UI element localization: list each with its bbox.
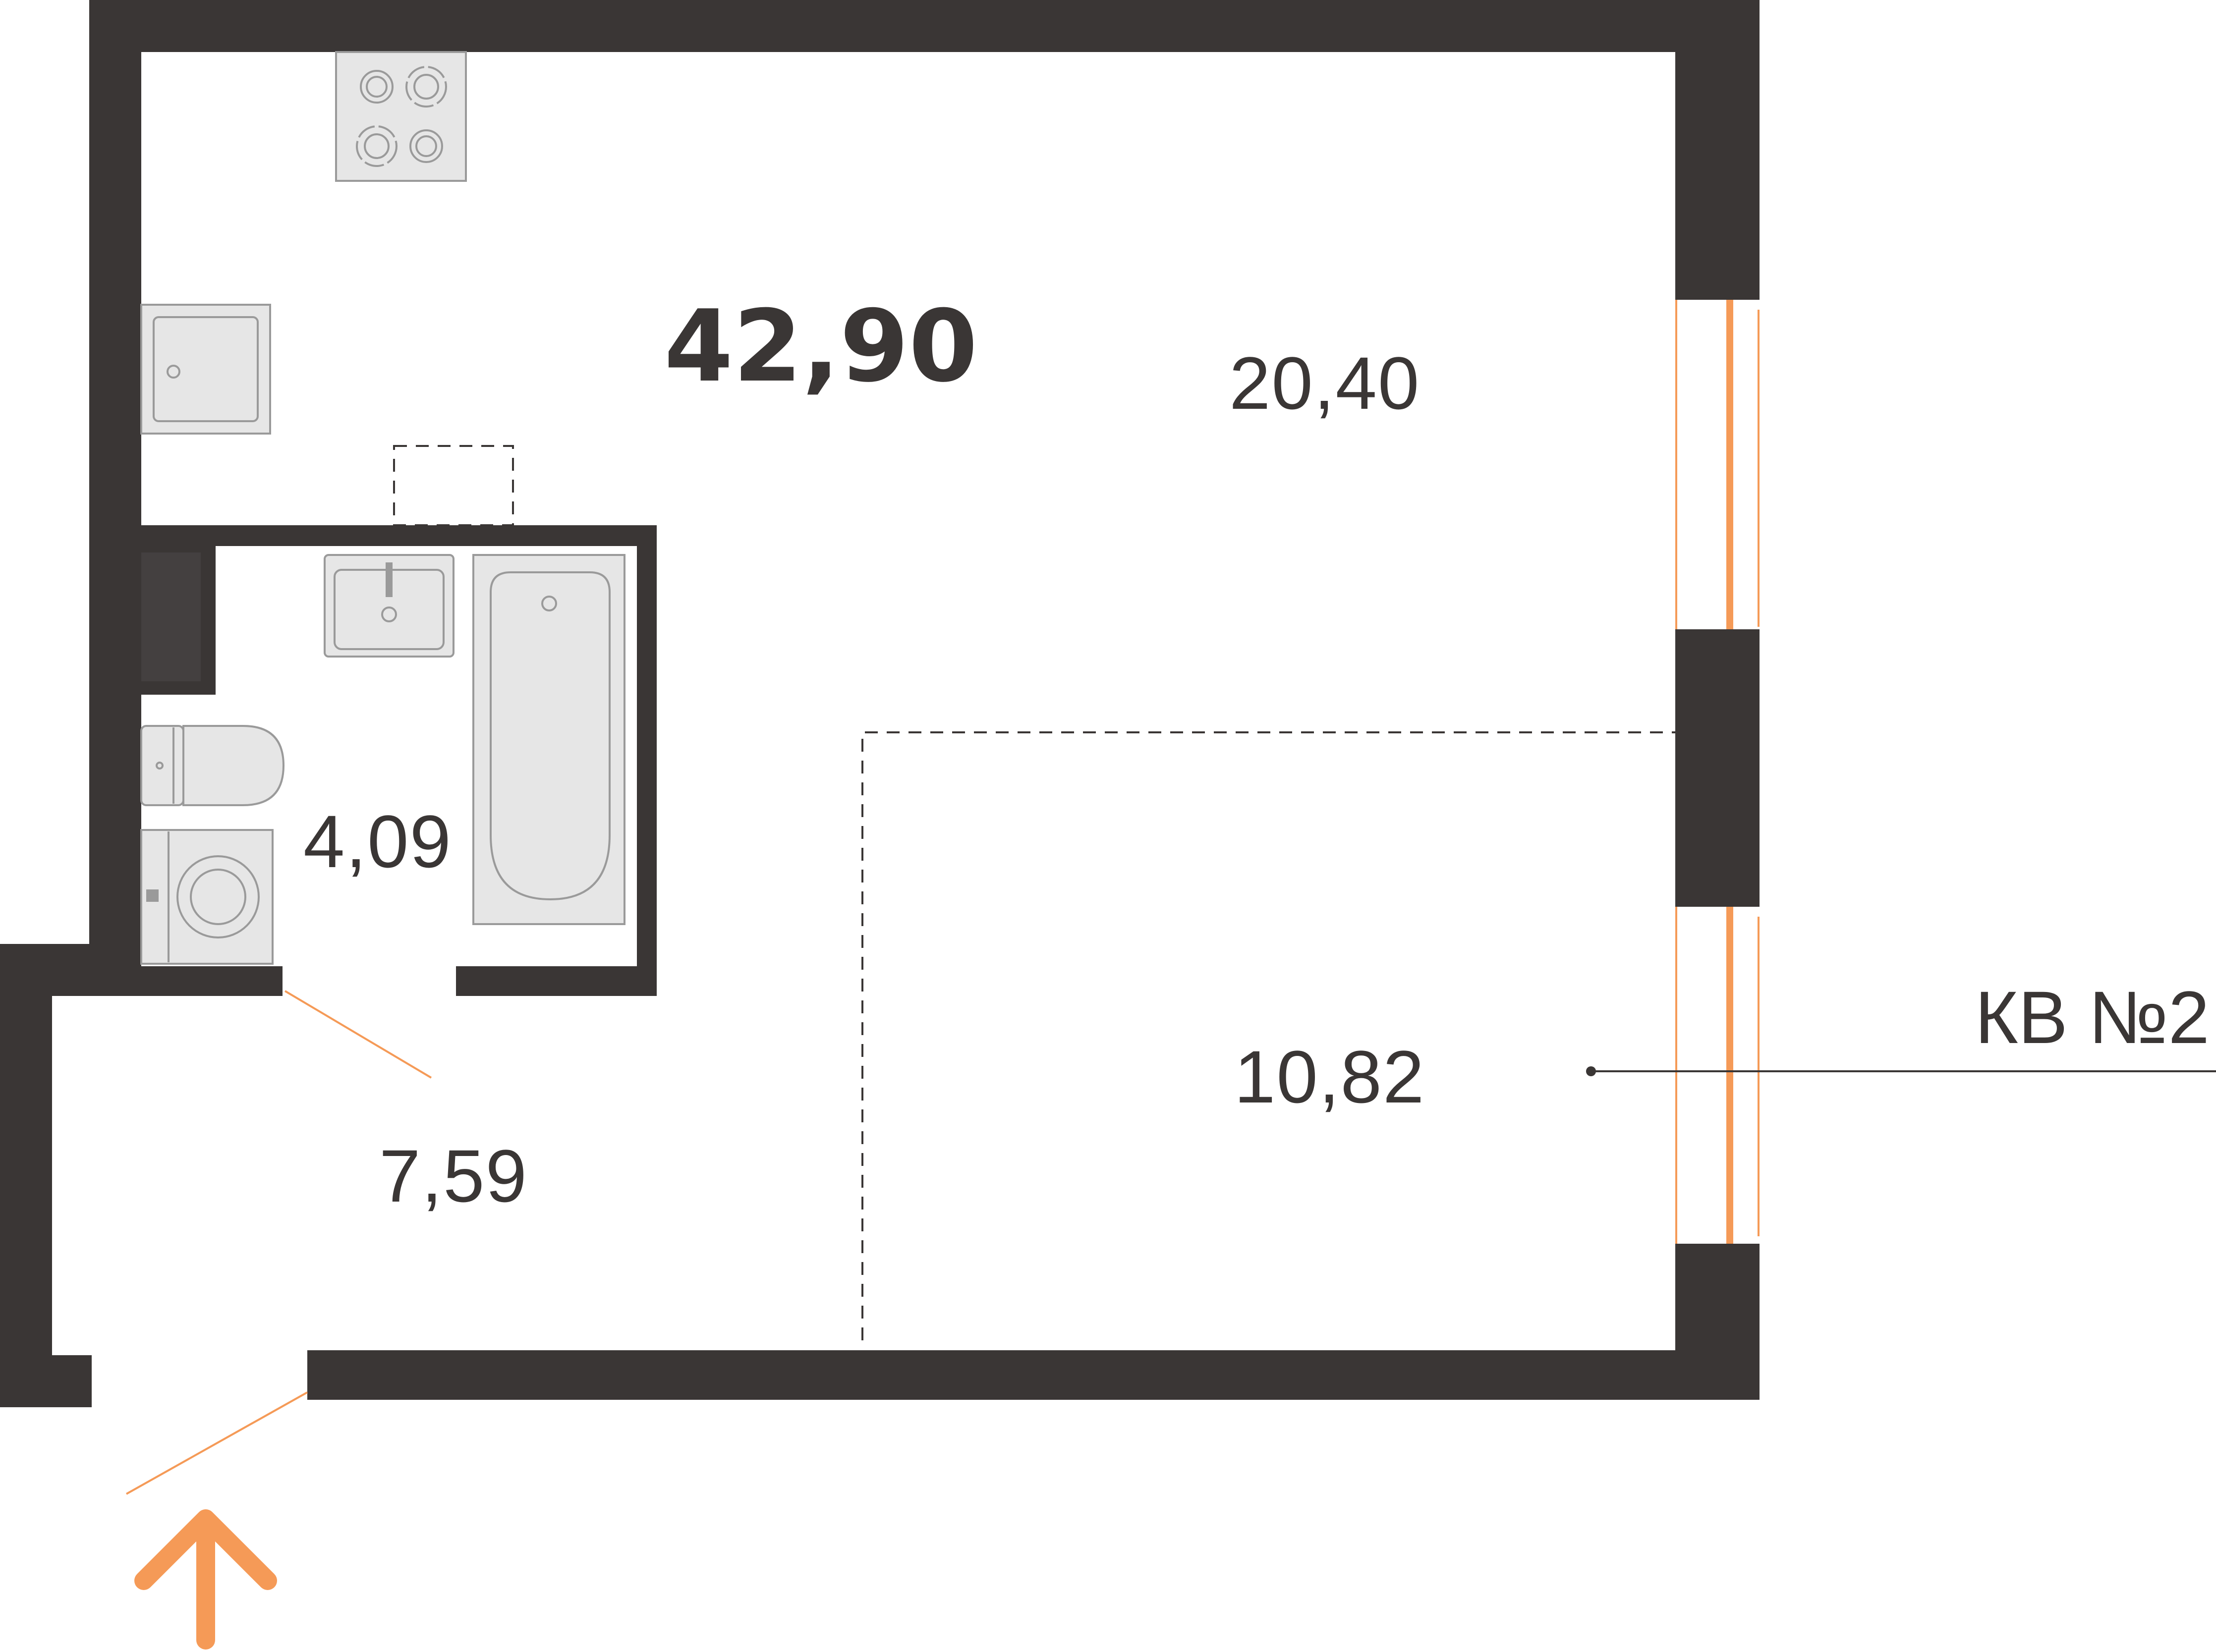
washbasin-icon (324, 554, 455, 658)
door-swings (126, 990, 432, 1495)
wall-bottom (307, 1350, 1760, 1400)
wall-bottom-left-stub (0, 1355, 92, 1407)
bathroom-area-label: 4,09 (303, 800, 452, 883)
wall-left-upper (89, 0, 141, 974)
zone-divider (393, 445, 1675, 1340)
wall-right-top (1675, 0, 1760, 307)
bathroom-wall-top (141, 525, 657, 546)
bathroom-wall-right (637, 525, 657, 996)
stove-icon (335, 51, 467, 182)
living-room-area-label: 20,40 (1229, 341, 1420, 425)
appliance-outline (393, 445, 514, 526)
entrance-door-swing (126, 1391, 308, 1495)
apartment-pointer (1586, 1066, 2216, 1076)
kitchen-sink-icon (140, 304, 271, 435)
apartment-number-label: КВ №2 (1975, 976, 2210, 1059)
bathroom-wall-bottom-right (456, 966, 657, 996)
wall-right-bottom (1675, 1236, 1760, 1400)
window-upper-frame (1675, 300, 1760, 629)
wall-right-middle (1675, 629, 1760, 917)
bathroom-wall-bottom-left (141, 966, 283, 996)
total-area-label: 42,90 (664, 289, 978, 404)
wall-left-lower (0, 944, 52, 1407)
walls (0, 0, 1760, 1407)
hallway-area-label: 7,59 (379, 1134, 528, 1217)
toilet-icon (140, 725, 285, 806)
window-lower-frame (1675, 907, 1760, 1244)
arrow-up-icon (134, 1509, 277, 1650)
wall-top (89, 0, 1760, 52)
bathtub-icon (472, 554, 625, 925)
sleeping-zone-area-label: 10,82 (1234, 1035, 1425, 1118)
washing-machine-icon (140, 829, 274, 965)
shaft-inner (141, 552, 201, 681)
windows (1675, 300, 1760, 1244)
bathroom-door-swing (284, 990, 432, 1079)
